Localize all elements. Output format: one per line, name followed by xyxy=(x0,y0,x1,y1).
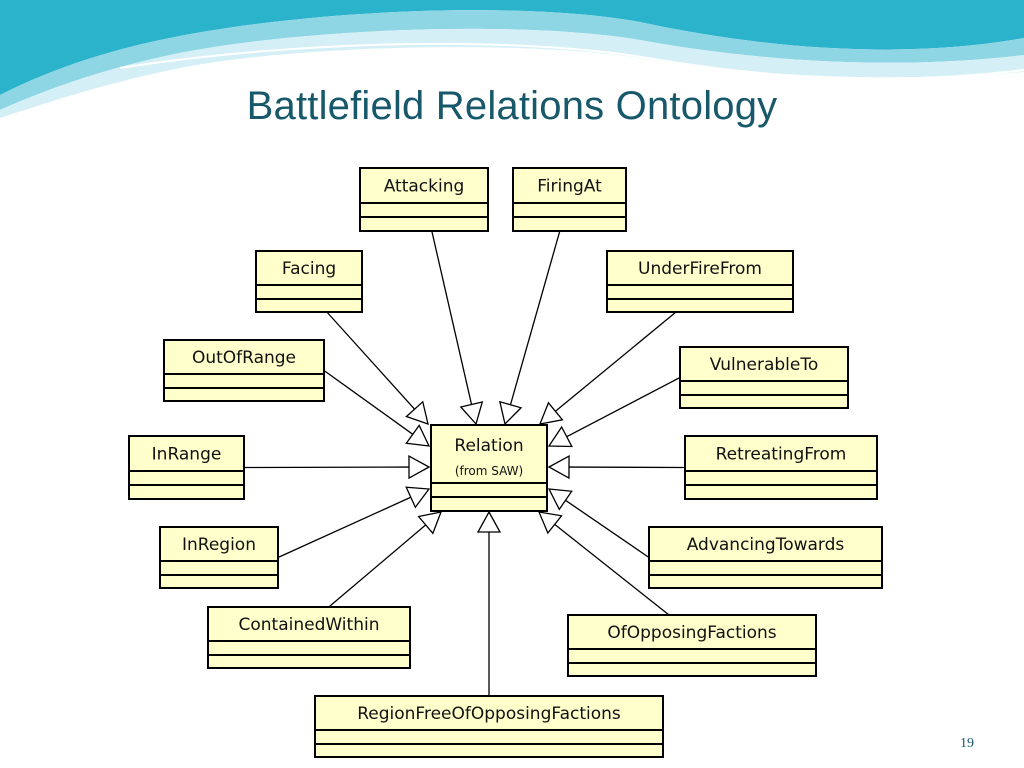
class-name-inrange: InRange xyxy=(152,445,222,465)
class-box-underfirefrom: UnderFireFrom xyxy=(606,250,794,313)
generalization-arrowhead-advancingtowards xyxy=(547,488,573,511)
class-rect-vulnerableto xyxy=(679,346,849,409)
class-box-ofopposingfactions: OfOpposingFactions xyxy=(567,614,817,677)
generalization-line-vulnerableto xyxy=(566,376,681,438)
class-name-regionfreeofopposingfactions: RegionFreeOfOpposingFactions xyxy=(357,704,621,724)
class-box-inrange: InRange xyxy=(128,435,245,500)
class-name-retreatingfrom: RetreatingFrom xyxy=(716,445,847,465)
generalization-line-advancingtowards xyxy=(565,499,650,559)
generalization-arrowhead-vulnerableto xyxy=(547,425,573,448)
class-name-underfirefrom: UnderFireFrom xyxy=(638,259,762,279)
wave-line xyxy=(119,42,1024,80)
class-rect-outofrange xyxy=(163,339,325,402)
generalization-line-firingat xyxy=(509,230,561,405)
generalization-arrowhead-regionfreeofopposingfactions xyxy=(476,510,502,533)
class-rect-inregion xyxy=(159,526,279,589)
class-box-center: Relation (from SAW) xyxy=(430,424,548,512)
generalization-line-facing xyxy=(326,311,416,410)
class-rect-facing xyxy=(255,250,363,313)
page-number: 19 xyxy=(960,736,974,751)
class-box-regionfreeofopposingfactions: RegionFreeOfOpposingFactions xyxy=(314,695,664,758)
class-name-containedwithin: ContainedWithin xyxy=(239,615,380,635)
class-box-facing: Facing xyxy=(255,250,363,313)
class-box-inregion: InRegion xyxy=(159,526,279,589)
generalization-line-outofrange xyxy=(323,369,414,435)
generalization-arrowhead-attacking xyxy=(459,401,484,426)
class-name-facing: Facing xyxy=(282,259,336,279)
class-rect-attacking xyxy=(359,167,489,232)
generalization-arrowhead-inrange xyxy=(408,454,431,480)
generalization-arrowhead-outofrange xyxy=(405,424,431,447)
class-name-outofrange: OutOfRange xyxy=(192,348,296,368)
generalization-arrowhead-retreatingfrom xyxy=(547,454,570,480)
class-name-firingat: FiringAt xyxy=(537,177,602,197)
class-name-ofopposingfactions: OfOpposingFactions xyxy=(607,623,776,643)
class-name-attacking: Attacking xyxy=(384,177,465,197)
class-box-firingat: FiringAt xyxy=(512,167,627,232)
wave-dark xyxy=(0,0,1024,95)
class-box-retreatingfrom: RetreatingFrom xyxy=(684,435,878,500)
generalization-arrowhead-facing xyxy=(405,400,429,426)
class-stereotype-center: (from SAW) xyxy=(455,464,523,478)
class-rect-containedwithin xyxy=(207,606,411,669)
generalization-arrowhead-underfirefrom xyxy=(538,401,564,425)
class-rect-advancingtowards xyxy=(648,526,883,589)
generalization-line-containedwithin xyxy=(328,524,427,608)
generalization-line-inregion xyxy=(277,496,412,559)
generalization-line-attacking xyxy=(431,230,473,405)
class-box-attacking: Attacking xyxy=(359,167,489,232)
class-rect-underfirefrom xyxy=(606,250,794,313)
generalization-arrowhead-firingat xyxy=(499,400,523,426)
generalization-arrowhead-inregion xyxy=(405,486,431,509)
class-rect-regionfreeofopposingfactions xyxy=(314,695,664,758)
class-box-advancingtowards: AdvancingTowards xyxy=(648,526,883,589)
class-box-outofrange: OutOfRange xyxy=(163,339,325,402)
class-name-center: Relation xyxy=(454,436,523,456)
generalization-arrowhead-ofopposingfactions xyxy=(537,511,563,535)
wave-header-decoration xyxy=(0,0,1024,119)
generalization-arrowhead-containedwithin xyxy=(417,511,443,535)
generalization-line-underfirefrom xyxy=(555,311,677,412)
class-rect-inrange xyxy=(128,435,245,500)
inheritance-edges: Relation (from SAW) Attacking FiringAtFacin… xyxy=(128,167,883,758)
wave-mid xyxy=(0,10,1024,111)
class-name-advancingtowards: AdvancingTowards xyxy=(687,535,845,555)
generalization-line-ofopposingfactions xyxy=(554,523,670,616)
class-rect-ofopposingfactions xyxy=(567,614,817,677)
class-name-vulnerableto: VulnerableTo xyxy=(710,355,818,375)
class-box-vulnerableto: VulnerableTo xyxy=(679,346,849,409)
class-name-inregion: InRegion xyxy=(182,535,256,555)
class-rect-firingat xyxy=(512,167,627,232)
slide-title: Battlefield Relations Ontology xyxy=(246,84,778,128)
class-rect-retreatingfrom xyxy=(684,435,878,500)
class-box-containedwithin: ContainedWithin xyxy=(207,606,411,669)
